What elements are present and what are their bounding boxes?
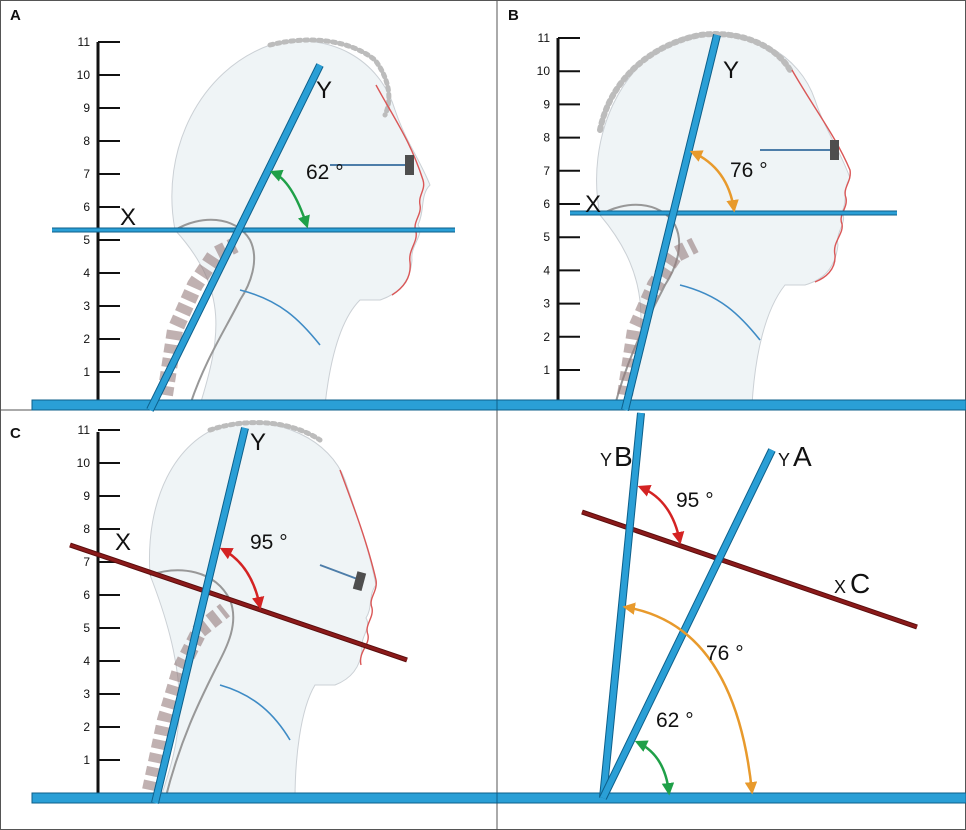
panel-a-ruler-number: 1: [83, 365, 90, 379]
panel-c-floor-bar: [31, 792, 498, 804]
panel-c-ruler-number: 1: [83, 753, 90, 767]
summary-yb-line-fill: [600, 412, 644, 799]
panel-c-y-line-fill: [152, 427, 248, 804]
panel-b-ruler-number: 10: [537, 64, 551, 78]
panel-a-ruler-number: 10: [77, 68, 91, 82]
panel-b-ruler-number: 9: [543, 97, 550, 111]
panel-c-ruler-number: 11: [78, 423, 91, 437]
summary-angle-62-label: 62 °: [656, 709, 694, 732]
panel-c-y-label: Y: [250, 429, 266, 456]
panel-a-ruler-number: 3: [83, 299, 90, 313]
panel-c-letter: C: [10, 425, 21, 442]
panel-b-ruler-ticks: 1 2 3 4 5 6 7 8 9 10 11: [537, 31, 580, 377]
panel-c-angle-arrow: [219, 547, 265, 610]
summary-floor-bar: [496, 792, 966, 804]
summary-ya-main: A: [793, 441, 812, 472]
panel-b-ruler-number: 5: [543, 230, 550, 244]
summary-angle-95-arrow: [637, 484, 685, 545]
panel-b-ruler-number: 8: [543, 131, 550, 145]
panel-c-ruler-number: 9: [83, 489, 90, 503]
panel-a-ruler-number: 11: [78, 35, 91, 49]
panel-b-y-label: Y: [723, 57, 739, 84]
panel-a-x-label: X: [120, 204, 136, 231]
panel-c-ruler-number: 6: [83, 588, 90, 602]
panel-b-angle-label: 76 °: [730, 159, 768, 182]
panel-c-ruler-number: 10: [77, 456, 91, 470]
summary-yb-main: B: [614, 441, 633, 472]
panel-c-ruler-number: 8: [83, 522, 90, 536]
panel-b-ruler-number: 4: [543, 263, 550, 277]
panel-b: 1 2 3 4 5 6 7 8 9 10 11 B X Y 76 °: [496, 7, 966, 411]
panel-a-ruler-number: 8: [83, 134, 90, 148]
panel-a-ruler-number: 7: [83, 167, 90, 181]
summary-xc-main: C: [850, 568, 870, 599]
panel-a-ruler-number: 9: [83, 101, 90, 115]
panel-b-head-illustration: [596, 31, 851, 406]
panel-b-ruler-number: 11: [538, 31, 551, 45]
panel-c-x-label: X: [115, 529, 131, 556]
panel-c-ruler-number: 7: [83, 555, 90, 569]
panel-c-ruler-number: 4: [83, 654, 90, 668]
panel-summary: Y B Y A X C 95 ° 76 ° 62 °: [496, 412, 966, 804]
panel-a-letter: A: [10, 7, 21, 24]
panel-c-angle-label: 95 °: [250, 531, 288, 554]
panel-a-angle-label: 62 °: [306, 161, 344, 184]
panel-a: 1 2 3 4 5 6 7 8 9 10 11 A X Y 62 °: [10, 7, 498, 412]
panel-b-ruler-number: 1: [543, 363, 550, 377]
panel-c-ruler-number: 3: [83, 687, 90, 701]
summary-ya-sub: Y: [778, 450, 790, 470]
panel-c: 1 2 3 4 5 6 7 8 9 10 11 C X Y 95 °: [10, 420, 498, 804]
panel-a-ruler-ticks: 1 2 3 4 5 6 7 8 9 10 11: [77, 35, 120, 379]
panel-a-ruler-number: 6: [83, 200, 90, 214]
panel-a-ruler-number: 4: [83, 266, 90, 280]
panel-b-letter: B: [508, 7, 519, 24]
panel-c-ruler-number: 5: [83, 621, 90, 635]
panel-b-floor-bar: [496, 399, 966, 411]
panel-a-ruler-number: 5: [83, 233, 90, 247]
panel-b-x-label: X: [585, 191, 601, 218]
summary-angle-76-label: 76 °: [706, 642, 744, 665]
panel-c-ruler-number: 2: [83, 720, 90, 734]
panel-b-ruler-number: 7: [543, 164, 550, 178]
panel-a-head-illustration: [157, 37, 431, 406]
panel-c-ruler-ticks: 1 2 3 4 5 6 7 8 9 10 11: [77, 423, 120, 767]
summary-yb-sub: Y: [600, 450, 612, 470]
panel-a-ruler-number: 2: [83, 332, 90, 346]
panel-b-ruler-number: 6: [543, 197, 550, 211]
panel-a-y-label: Y: [316, 77, 332, 104]
panel-a-y-line-fill: [147, 63, 323, 412]
panel-b-angle-arrow: [689, 150, 739, 213]
summary-angle-95-label: 95 °: [676, 489, 714, 512]
panel-a-angle-arrow: [269, 169, 310, 229]
panel-a-floor-bar: [31, 399, 498, 411]
panel-b-y-line-fill: [622, 34, 720, 411]
summary-angle-62-arrow: [634, 740, 675, 796]
summary-xc-sub: X: [834, 577, 846, 597]
panel-b-ruler-number: 3: [543, 297, 550, 311]
panel-b-ruler-number: 2: [543, 330, 550, 344]
summary-angle-76-arrow: [622, 602, 758, 795]
